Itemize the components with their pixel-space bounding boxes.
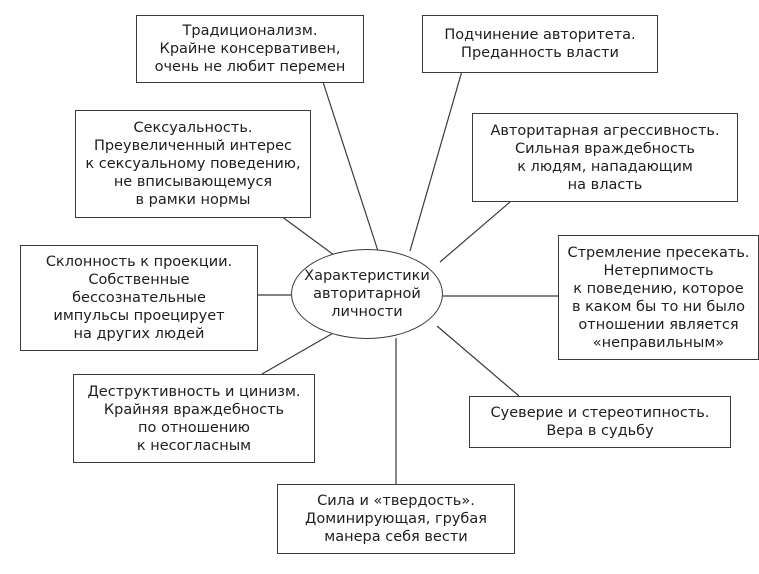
connector-sexuality [280,215,339,259]
trait-power-text: Сила и «твердость». Доминирующая, грубая… [305,493,487,545]
trait-superstition: Суеверие и стереотипность. Вера в судьбу [469,396,731,448]
trait-aggression: Авторитарная агрессивность. Сильная враж… [472,113,738,202]
trait-superstition-text: Суеверие и стереотипность. Вера в судьбу [490,405,710,439]
trait-sexuality-text: Сексуальность. Преувеличенный интерес к … [85,120,301,208]
trait-condemnation-text: Стремление пресекать. Нетерпимость к пов… [567,244,750,351]
trait-projection-text: Склонность к проекции. Собственные бессо… [45,254,233,342]
central-concept-text: Характеристики авторитарной личности [304,268,430,320]
trait-projection: Склонность к проекции. Собственные бессо… [20,245,258,351]
trait-traditionalism: Традиционализм. Крайне консервативен, оч… [136,15,364,83]
connector-traditionalism [322,81,379,252]
trait-sexuality: Сексуальность. Преувеличенный интерес к … [75,110,311,218]
connector-aggression [439,201,511,263]
trait-aggression-text: Авторитарная агрессивность. Сильная враж… [490,122,720,193]
trait-submission-text: Подчинение авторитета. Преданность власт… [444,27,636,61]
trait-power: Сила и «твердость». Доминирующая, грубая… [277,484,515,554]
trait-condemnation: Стремление пресекать. Нетерпимость к пов… [558,235,759,360]
trait-destructiveness: Деструктивность и цинизм. Крайняя вражде… [73,374,315,463]
connector-destructiveness [261,331,336,375]
connector-submission [409,70,463,252]
trait-destructiveness-text: Деструктивность и цинизм. Крайняя вражде… [87,383,301,454]
connector-superstition [436,325,520,397]
trait-submission: Подчинение авторитета. Преданность власт… [422,15,658,73]
trait-traditionalism-text: Традиционализм. Крайне консервативен, оч… [154,23,346,75]
central-concept: Характеристики авторитарной личности [291,249,443,339]
